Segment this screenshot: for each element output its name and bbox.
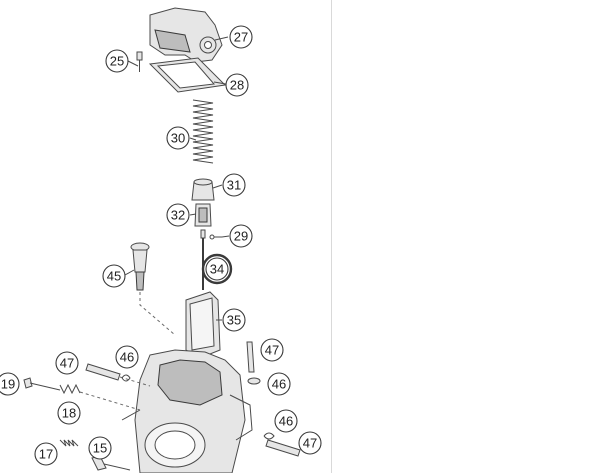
callout-label: 18 bbox=[62, 406, 76, 421]
callout-label: 29 bbox=[234, 229, 248, 244]
pin-part-left[interactable] bbox=[85, 363, 151, 387]
callout-46-left[interactable]: 46 bbox=[115, 345, 139, 369]
long-screw-part[interactable] bbox=[23, 377, 61, 391]
callout-label: 47 bbox=[60, 356, 74, 371]
callout-29[interactable]: 29 bbox=[229, 224, 253, 248]
callout-18[interactable]: 18 bbox=[57, 401, 81, 425]
callout-46-right[interactable]: 46 bbox=[267, 372, 291, 396]
callout-35[interactable]: 35 bbox=[222, 308, 246, 332]
selection-ring bbox=[201, 253, 233, 285]
callout-15[interactable]: 15 bbox=[88, 436, 112, 460]
carburetor-body-part[interactable] bbox=[121, 349, 253, 473]
callout-label: 15 bbox=[93, 441, 107, 456]
callout-45[interactable]: 45 bbox=[102, 264, 126, 288]
spring-part[interactable] bbox=[192, 99, 214, 164]
callout-label: 46 bbox=[279, 414, 293, 429]
callout-label: 45 bbox=[107, 269, 121, 284]
small-spring-part[interactable] bbox=[59, 383, 141, 411]
throttle-slide-part[interactable] bbox=[185, 291, 221, 359]
callout-28[interactable]: 28 bbox=[225, 73, 249, 97]
washer-part-right[interactable] bbox=[247, 377, 261, 385]
callout-30[interactable]: 30 bbox=[166, 126, 190, 150]
needle-cap-part[interactable] bbox=[191, 178, 215, 201]
callout-label: 28 bbox=[230, 78, 244, 93]
clip-part-left[interactable] bbox=[121, 374, 131, 382]
callout-label: 30 bbox=[171, 131, 185, 146]
callout-19[interactable]: 19 bbox=[0, 372, 20, 396]
needle-holder-part[interactable] bbox=[194, 203, 212, 227]
adjuster-screw-part[interactable] bbox=[130, 242, 176, 336]
callout-label: 34 bbox=[210, 262, 224, 277]
callout-label: 19 bbox=[1, 377, 15, 392]
callout-label: 31 bbox=[227, 178, 241, 193]
callout-label: 35 bbox=[227, 313, 241, 328]
callout-47-left[interactable]: 47 bbox=[55, 351, 79, 375]
callout-label: 17 bbox=[39, 447, 53, 462]
top-cover-part[interactable] bbox=[149, 7, 223, 63]
leader-lines bbox=[124, 36, 230, 321]
pin-part-right-upper[interactable] bbox=[246, 341, 255, 373]
callout-label: 32 bbox=[171, 208, 185, 223]
callout-label: 27 bbox=[234, 30, 248, 45]
callout-47-right[interactable]: 47 bbox=[260, 338, 284, 362]
callout-46-lower[interactable]: 46 bbox=[274, 409, 298, 433]
callout-47-lower[interactable]: 47 bbox=[298, 431, 322, 455]
callout-label: 47 bbox=[265, 343, 279, 358]
clip-part[interactable] bbox=[209, 234, 222, 240]
callout-label: 25 bbox=[110, 54, 124, 69]
lower-spring-part[interactable] bbox=[59, 439, 79, 447]
callout-25[interactable]: 25 bbox=[105, 49, 129, 73]
clip-part-lower-right[interactable] bbox=[263, 432, 275, 440]
callout-label: 46 bbox=[272, 377, 286, 392]
callout-label: 47 bbox=[303, 436, 317, 451]
callout-34-selected[interactable]: 34 bbox=[201, 253, 233, 285]
callout-27[interactable]: 27 bbox=[229, 25, 253, 49]
jet-needle-part[interactable] bbox=[200, 229, 206, 290]
callout-32[interactable]: 32 bbox=[166, 203, 190, 227]
pin-part-lower-right[interactable] bbox=[265, 439, 301, 457]
cover-screw-part[interactable] bbox=[136, 51, 143, 72]
callout-31[interactable]: 31 bbox=[222, 173, 246, 197]
callout-17[interactable]: 17 bbox=[34, 442, 58, 466]
panel-divider bbox=[331, 0, 332, 473]
gasket-part[interactable] bbox=[148, 57, 227, 93]
callout-label: 46 bbox=[120, 350, 134, 365]
